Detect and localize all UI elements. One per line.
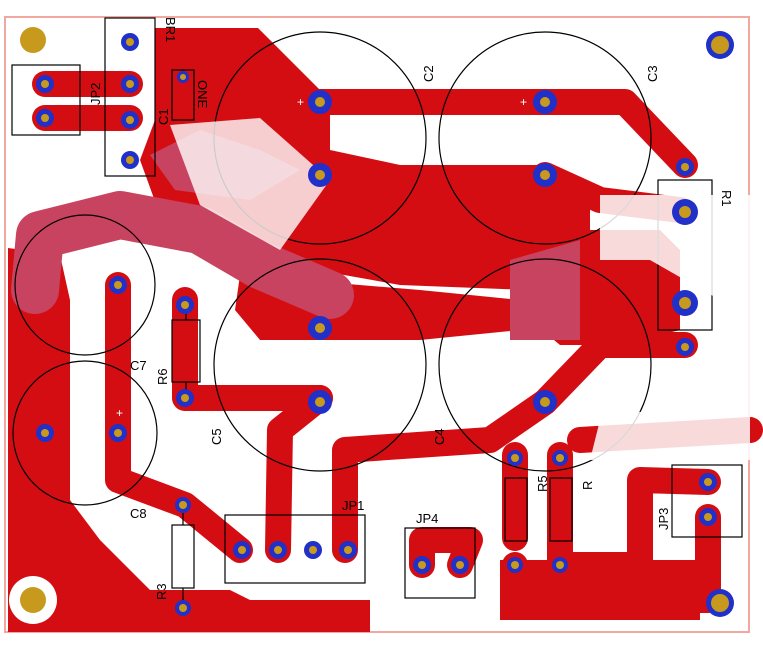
- polarity-mark: +: [117, 260, 124, 274]
- pad-small: [413, 556, 431, 574]
- label-jp1: JP1: [342, 498, 364, 513]
- c5-outline: [213, 258, 427, 472]
- pad-small: [552, 450, 568, 466]
- pad-small: [121, 151, 139, 169]
- pad-c2-plus: [308, 90, 332, 114]
- pad-small: [121, 75, 139, 93]
- pad-small: [552, 557, 568, 573]
- trace-r1-c4: [532, 332, 698, 415]
- pads: [9, 22, 734, 624]
- trace-jp4: [409, 527, 483, 578]
- pad-c5-a: [308, 316, 332, 340]
- label-r: R: [580, 481, 595, 490]
- pad-small: [176, 389, 194, 407]
- pad-small: [699, 508, 717, 526]
- pad-small: [36, 75, 54, 93]
- pad-small: [177, 71, 189, 83]
- component-labels: BR1 JP2 C1 ONE C2 C3 R1 C7 R6 C5 C4 C8 J…: [88, 17, 734, 600]
- label-c8: C8: [130, 506, 147, 521]
- label-jp4: JP4: [416, 511, 438, 526]
- label-jp2: JP2: [88, 83, 103, 105]
- pad-small: [233, 541, 251, 559]
- label-r6: R6: [155, 368, 170, 385]
- mounting-hole-br: [706, 589, 734, 617]
- pad-small: [121, 111, 139, 129]
- pad-c3-plus: [533, 90, 557, 114]
- c3-outline: [438, 31, 652, 245]
- pad-c2-minus: [308, 163, 332, 187]
- label-r3: R3: [154, 583, 169, 600]
- label-br1: BR1: [163, 17, 178, 42]
- trace-c7-c8: [105, 272, 253, 563]
- pad-small: [507, 557, 523, 573]
- pad-small: [121, 33, 139, 51]
- pad-r1-bottom: [672, 290, 698, 316]
- pad-small: [36, 424, 54, 442]
- pad-r1-top: [672, 199, 698, 225]
- mounting-hole-tr: [706, 31, 734, 59]
- r-body: [549, 477, 573, 542]
- label-r5: R5: [535, 475, 550, 492]
- trace-r-jp3: [547, 442, 721, 578]
- label-one: ONE: [195, 80, 210, 109]
- mounting-hole-bl: [9, 576, 57, 624]
- trace-c2-c3: [307, 89, 698, 178]
- pad-small: [36, 109, 54, 127]
- pad-small: [269, 541, 287, 559]
- pad-c3-minus: [533, 163, 557, 187]
- polarity-mark: +: [562, 402, 569, 416]
- label-c3: C3: [645, 65, 660, 82]
- label-jp3: JP3: [656, 508, 671, 530]
- label-c2: C2: [421, 65, 436, 82]
- r5-body: [504, 477, 528, 542]
- jp4-outline: [404, 527, 476, 599]
- polarity-mark: +: [297, 95, 304, 109]
- br1-outline: [104, 17, 156, 177]
- jp3-outline: [671, 464, 743, 538]
- pad-small: [507, 450, 523, 466]
- label-c4: C4: [432, 428, 447, 445]
- polarity-mark: +: [337, 402, 344, 416]
- label-c1: C1: [156, 108, 171, 125]
- label-c7: C7: [130, 358, 147, 373]
- c7-outline: [14, 214, 156, 356]
- pad-small: [676, 158, 694, 176]
- copper-layer: [8, 28, 763, 632]
- label-r1: R1: [719, 190, 734, 207]
- pad-small: [176, 296, 194, 314]
- pad-small: [451, 556, 469, 574]
- trace-c5-jp1: [265, 385, 333, 563]
- c8-outline: [12, 360, 158, 506]
- pad-c4-b: [533, 390, 557, 414]
- c1-outline: [171, 69, 195, 121]
- washed-region: [590, 195, 750, 460]
- trace-c4-jp1: [332, 389, 558, 563]
- washed-region-2: [170, 118, 330, 250]
- trace-jp3-bottom: [502, 504, 721, 613]
- polarity-mark: +: [520, 95, 527, 109]
- pad-small: [175, 497, 191, 513]
- r3-body: [171, 524, 195, 589]
- jp1-outline: [224, 514, 366, 584]
- pad-small: [109, 276, 127, 294]
- mounting-hole-tl: [15, 22, 51, 58]
- c4-outline: [438, 258, 652, 472]
- pad-c5-b: [308, 390, 332, 414]
- pad-small: [304, 541, 322, 559]
- label-c5: C5: [209, 428, 224, 445]
- smudge-right: [510, 240, 580, 340]
- polarity-mark: +: [116, 406, 123, 420]
- pad-small: [339, 541, 357, 559]
- jp2-outline: [11, 64, 81, 136]
- pad-small: [175, 600, 191, 616]
- pad-small: [676, 338, 694, 356]
- pad-small: [109, 424, 127, 442]
- pad-small: [699, 473, 717, 491]
